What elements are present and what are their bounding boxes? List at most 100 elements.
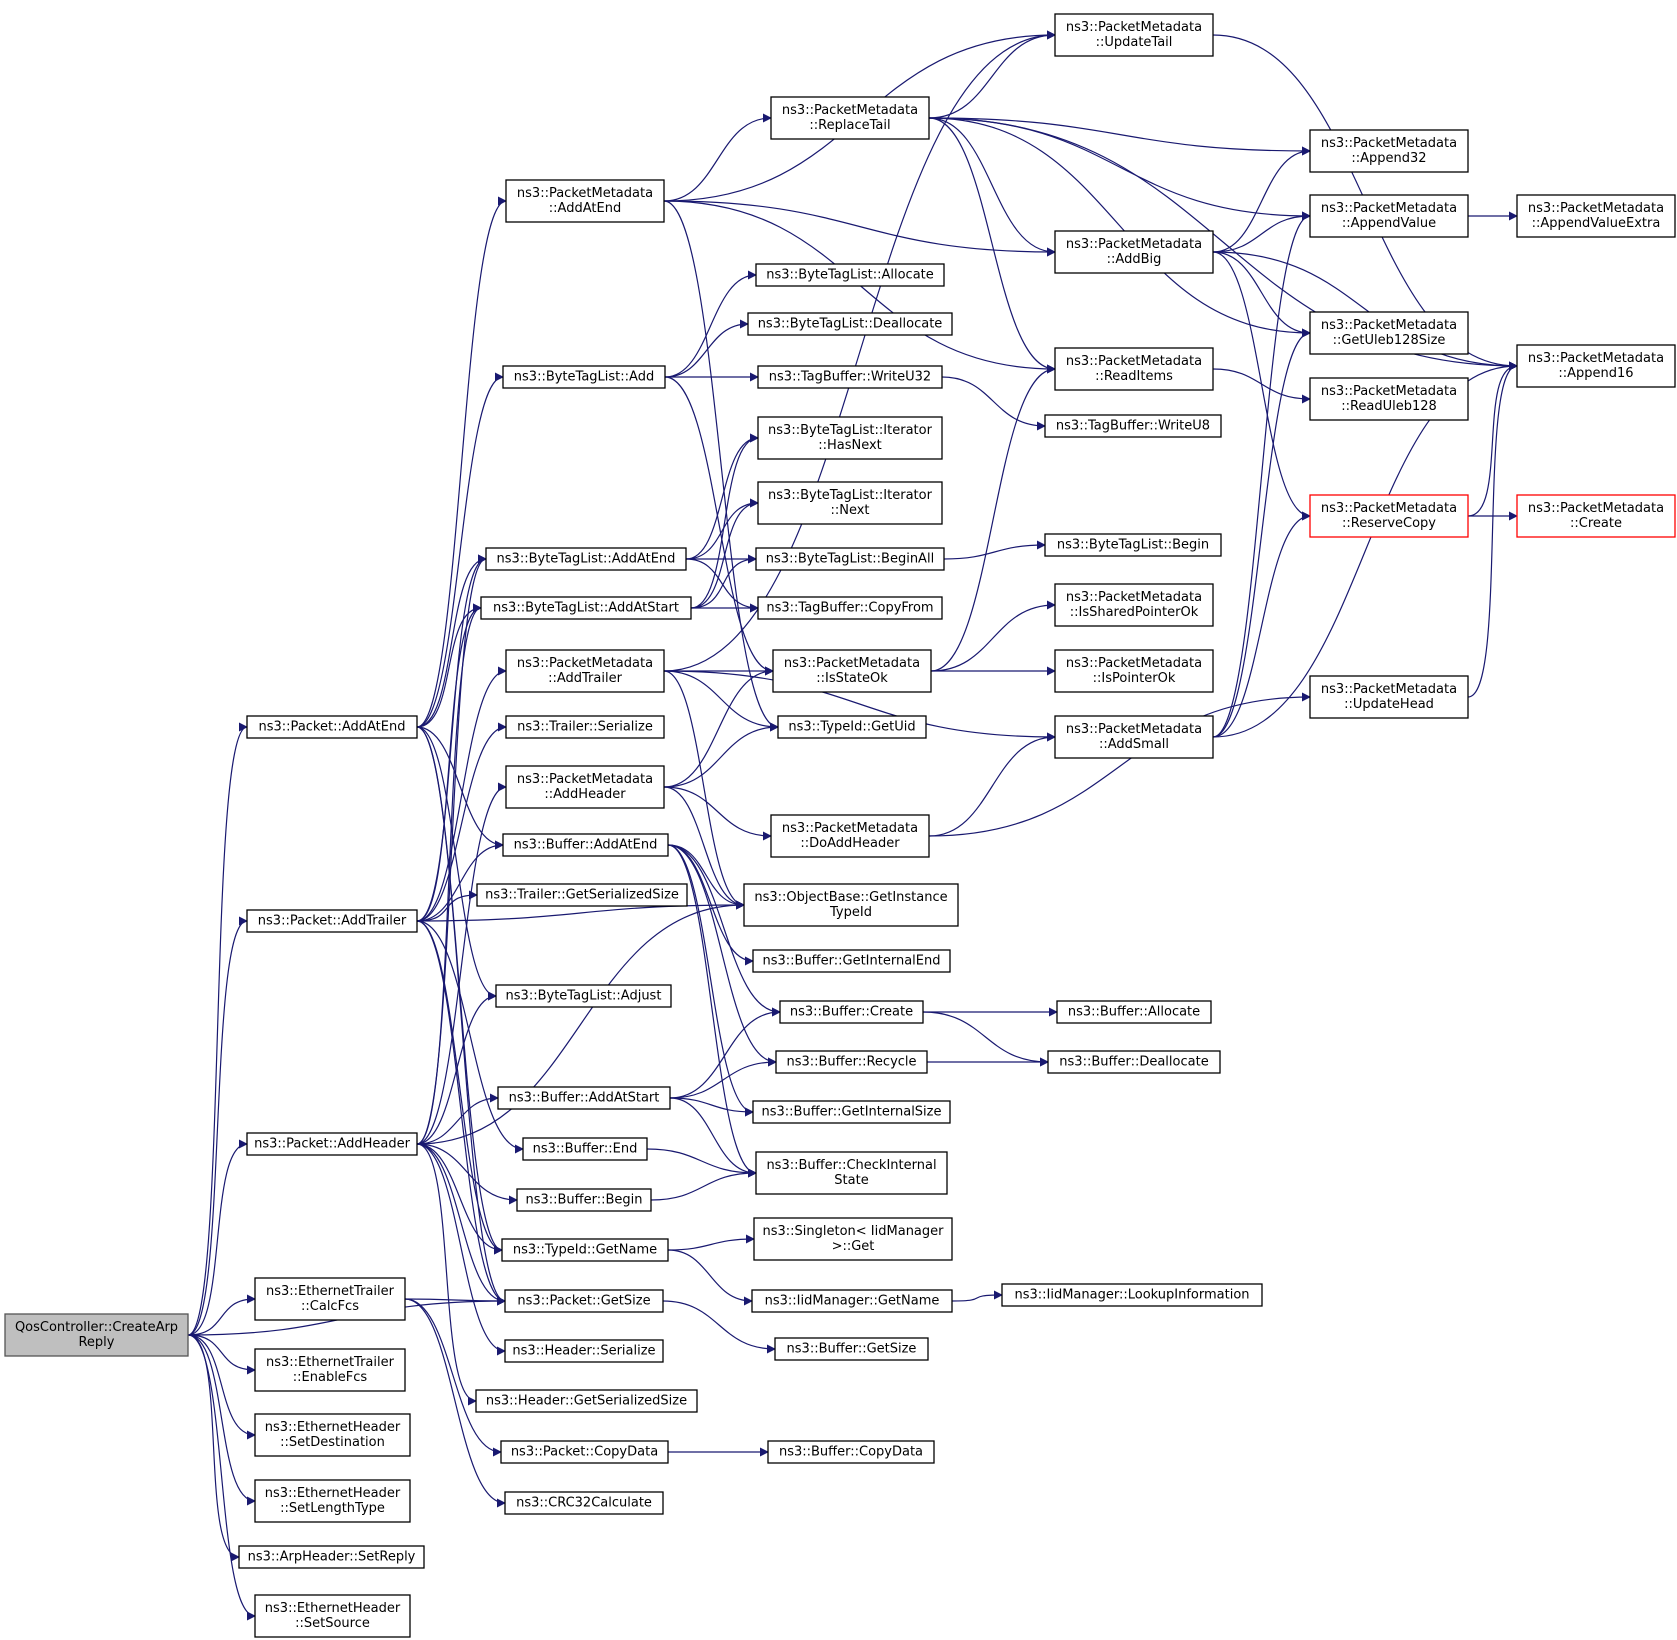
node-label: ::GetUleb128Size — [1333, 333, 1446, 348]
node-btl-deallocate[interactable]: ns3::ByteTagList::Deallocate — [747, 312, 953, 336]
node-buf-getsize[interactable]: ns3::Buffer::GetSize — [774, 1337, 929, 1361]
edge-pkt-addatend-to-btl-addatstart — [416, 603, 482, 728]
node-iid-getname[interactable]: ns3::IidManager::GetName — [751, 1289, 953, 1313]
node-box — [757, 416, 943, 460]
node-pm-addtrailer[interactable]: ns3::PacketMetadata::AddTrailer — [505, 649, 665, 693]
node-box — [772, 649, 932, 693]
edge-tid-getname-to-iid-getname — [667, 1249, 753, 1306]
node-pkt-addtrailer[interactable]: ns3::Packet::AddTrailer — [246, 909, 418, 933]
node-pm-addsmall[interactable]: ns3::PacketMetadata::AddSmall — [1054, 715, 1214, 759]
node-pm-appendvalueextra[interactable]: ns3::PacketMetadata::AppendValueExtra — [1516, 194, 1676, 238]
node-label: ns3::EthernetTrailer — [266, 1355, 395, 1370]
node-pm-addatend[interactable]: ns3::PacketMetadata::AddAtEnd — [505, 179, 665, 223]
node-label: ns3::Packet::AddTrailer — [258, 914, 407, 929]
node-buf-recycle[interactable]: ns3::Buffer::Recycle — [775, 1050, 928, 1074]
node-pm-updatetail[interactable]: ns3::PacketMetadata::UpdateTail — [1054, 13, 1214, 57]
node-btl-addatstart[interactable]: ns3::ByteTagList::AddAtStart — [480, 596, 692, 620]
edge-pm-addbig-to-pm-getuleb128size — [1212, 251, 1311, 338]
node-label: ::SetDestination — [280, 1435, 385, 1450]
node-buf-begin[interactable]: ns3::Buffer::Begin — [516, 1188, 652, 1212]
node-tid-getuid[interactable]: ns3::TypeId::GetUid — [777, 715, 927, 739]
node-buf-getinternalend[interactable]: ns3::Buffer::GetInternalEnd — [752, 949, 951, 973]
node-tb-writeu32[interactable]: ns3::TagBuffer::WriteU32 — [757, 365, 943, 389]
node-pm-issharedpointerok[interactable]: ns3::PacketMetadata::IsSharedPointerOk — [1054, 583, 1214, 627]
node-btl-beginall[interactable]: ns3::ByteTagList::BeginAll — [755, 547, 945, 571]
node-pm-ispointerok[interactable]: ns3::PacketMetadata::IsPointerOk — [1054, 649, 1214, 693]
node-btl-begin[interactable]: ns3::ByteTagList::Begin — [1044, 533, 1222, 557]
node-box — [1044, 533, 1222, 557]
node-trl-serialize[interactable]: ns3::Trailer::Serialize — [505, 715, 665, 739]
node-box — [504, 1339, 664, 1363]
node-label: ns3::PacketMetadata — [1066, 20, 1202, 35]
node-label: ns3::IidManager::GetName — [765, 1294, 940, 1309]
node-pm-isstateok[interactable]: ns3::PacketMetadata::IsStateOk — [772, 649, 932, 693]
node-label: ns3::PacketMetadata — [1528, 351, 1664, 366]
edge-tb-writeu32-to-tb-writeu8 — [941, 376, 1046, 431]
node-pm-replacetail[interactable]: ns3::PacketMetadata::ReplaceTail — [770, 96, 930, 140]
node-pm-append16[interactable]: ns3::PacketMetadata::Append16 — [1516, 344, 1676, 388]
edge-btl-beginall-to-btl-begin — [943, 540, 1046, 560]
node-box — [777, 715, 927, 739]
edge-pkt-addatend-to-pm-addatend — [416, 196, 507, 728]
node-box — [757, 365, 943, 389]
node-label: ns3::PacketMetadata — [517, 772, 653, 787]
edge-root-to-eth-setlen — [187, 1334, 256, 1506]
node-pm-readuleb128[interactable]: ns3::PacketMetadata::ReadUleb128 — [1309, 377, 1469, 421]
node-arp-setreply[interactable]: ns3::ArpHeader::SetReply — [238, 1545, 425, 1569]
node-trl-getsize[interactable]: ns3::Trailer::GetSerializedSize — [476, 883, 688, 907]
node-btl-it-next[interactable]: ns3::ByteTagList::Iterator::Next — [757, 481, 943, 525]
node-tb-copyfrom[interactable]: ns3::TagBuffer::CopyFrom — [757, 596, 943, 620]
node-singleton-get[interactable]: ns3::Singleton< IidManager>::Get — [753, 1217, 953, 1261]
node-eth-enablefcs[interactable]: ns3::EthernetTrailer::EnableFcs — [254, 1348, 406, 1392]
node-btl-add[interactable]: ns3::ByteTagList::Add — [502, 365, 666, 389]
node-buf-end[interactable]: ns3::Buffer::End — [522, 1137, 648, 1161]
node-label: ns3::Buffer::CopyData — [779, 1445, 923, 1460]
node-hdr-getsize[interactable]: ns3::Header::GetSerializedSize — [475, 1389, 698, 1413]
node-eth-setdest[interactable]: ns3::EthernetHeader::SetDestination — [254, 1413, 411, 1457]
node-pm-addheader[interactable]: ns3::PacketMetadata::AddHeader — [505, 765, 665, 809]
node-buf-deallocate[interactable]: ns3::Buffer::Deallocate — [1047, 1050, 1221, 1074]
node-pm-create[interactable]: ns3::PacketMetadata::Create — [1516, 494, 1676, 538]
node-pm-getuleb128size[interactable]: ns3::PacketMetadata::GetUleb128Size — [1309, 311, 1469, 355]
node-label: ns3::Buffer::AddAtStart — [509, 1091, 660, 1106]
node-pm-updatehead[interactable]: ns3::PacketMetadata::UpdateHead — [1309, 675, 1469, 719]
edge-pkt-addheader-to-buf-begin — [416, 1143, 518, 1205]
node-pm-readitems[interactable]: ns3::PacketMetadata::ReadItems — [1054, 347, 1214, 391]
node-pkt-addheader[interactable]: ns3::Packet::AddHeader — [246, 1132, 418, 1156]
node-label: ns3::PacketMetadata — [782, 821, 918, 836]
node-btl-allocate[interactable]: ns3::ByteTagList::Allocate — [755, 263, 945, 287]
node-crc32[interactable]: ns3::CRC32Calculate — [504, 1491, 664, 1515]
node-buf-addatstart[interactable]: ns3::Buffer::AddAtStart — [497, 1086, 671, 1110]
node-pm-doaddheader[interactable]: ns3::PacketMetadata::DoAddHeader — [770, 814, 930, 858]
node-buf-allocate[interactable]: ns3::Buffer::Allocate — [1056, 1000, 1212, 1024]
node-pm-append32[interactable]: ns3::PacketMetadata::Append32 — [1309, 129, 1469, 173]
node-pm-reservecopy[interactable]: ns3::PacketMetadata::ReserveCopy — [1309, 494, 1469, 538]
node-btl-addatend[interactable]: ns3::ByteTagList::AddAtEnd — [485, 547, 687, 571]
node-pkt-addatend[interactable]: ns3::Packet::AddAtEnd — [246, 715, 418, 739]
node-btl-it-hasnext[interactable]: ns3::ByteTagList::Iterator::HasNext — [757, 416, 943, 460]
node-tb-writeu8[interactable]: ns3::TagBuffer::WriteU8 — [1044, 414, 1222, 438]
node-pm-addbig[interactable]: ns3::PacketMetadata::AddBig — [1054, 230, 1214, 274]
edge-pm-addtrailer-to-ob-getinstancetypeid — [663, 670, 745, 910]
node-box — [752, 1100, 951, 1124]
node-label: ::Append32 — [1351, 151, 1426, 166]
node-label: >::Get — [832, 1239, 875, 1254]
node-box — [770, 96, 930, 140]
node-buf-getinternalsize[interactable]: ns3::Buffer::GetInternalSize — [752, 1100, 951, 1124]
node-pkt-copydata[interactable]: ns3::Packet::CopyData — [500, 1440, 669, 1464]
node-buf-copydata[interactable]: ns3::Buffer::CopyData — [767, 1440, 935, 1464]
node-buf-addatend[interactable]: ns3::Buffer::AddAtEnd — [502, 833, 669, 857]
node-hdr-serialize[interactable]: ns3::Header::Serialize — [504, 1339, 664, 1363]
node-buf-create[interactable]: ns3::Buffer::Create — [779, 1000, 924, 1024]
node-eth-setsrc[interactable]: ns3::EthernetHeader::SetSource — [254, 1594, 411, 1638]
node-eth-calcfcs[interactable]: ns3::EthernetTrailer::CalcFcs — [254, 1277, 406, 1321]
node-tid-getname[interactable]: ns3::TypeId::GetName — [501, 1238, 669, 1262]
node-pkt-getsize[interactable]: ns3::Packet::GetSize — [504, 1289, 664, 1313]
node-iid-lookup[interactable]: ns3::IidManager::LookupInformation — [1001, 1283, 1263, 1307]
node-btl-adjust[interactable]: ns3::ByteTagList::Adjust — [495, 984, 672, 1008]
node-eth-setlen[interactable]: ns3::EthernetHeader::SetLengthType — [254, 1479, 411, 1523]
node-pm-appendvalue[interactable]: ns3::PacketMetadata::AppendValue — [1309, 194, 1469, 238]
